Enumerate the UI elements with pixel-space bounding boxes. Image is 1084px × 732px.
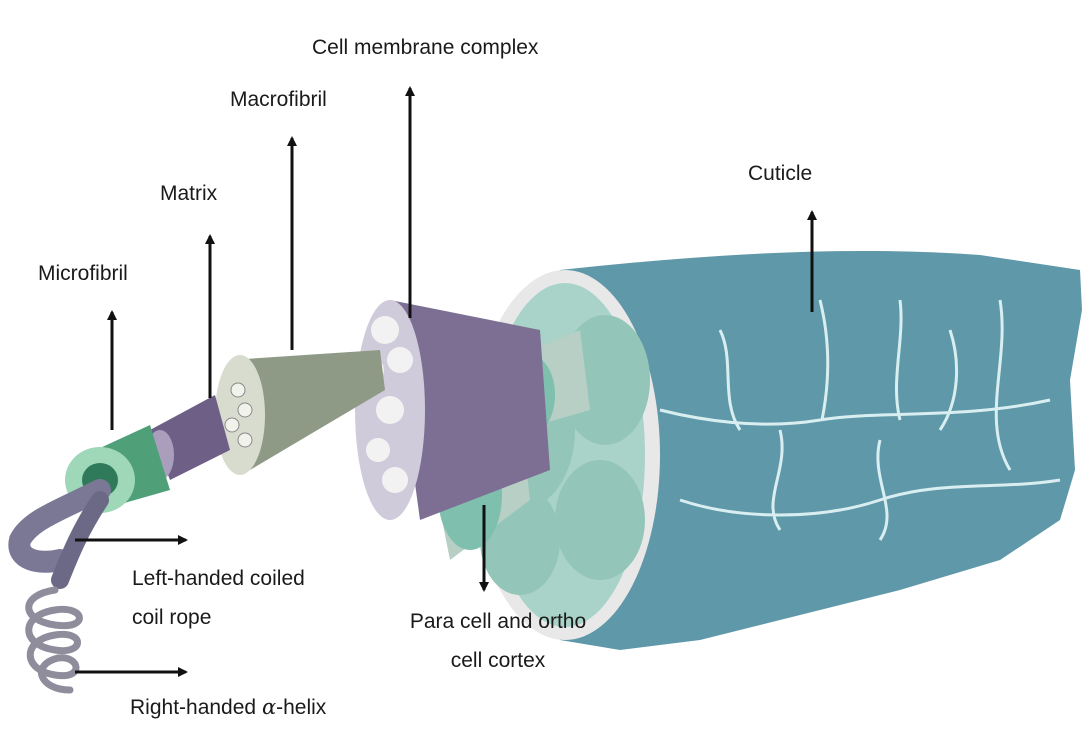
label-right-handed-suffix: -helix <box>276 696 326 719</box>
coiled-coil-and-helix <box>19 490 100 690</box>
label-matrix: Matrix <box>160 178 217 210</box>
label-microfibril: Microfibril <box>38 258 128 290</box>
label-left-handed-line2: coil rope <box>132 602 305 634</box>
label-left-handed-line1: Left-handed coiled <box>132 563 305 595</box>
label-para-ortho-line2: cell cortex <box>382 645 614 677</box>
label-cell-membrane-complex: Cell membrane complex <box>312 32 538 64</box>
label-left-handed-coiled-coil-rope: Left-handed coiled coil rope <box>132 563 305 633</box>
label-para-ortho-cortex: Para cell and ortho cell cortex <box>382 606 614 676</box>
label-cuticle: Cuticle <box>748 158 812 190</box>
label-para-ortho-line1: Para cell and ortho <box>382 606 614 638</box>
label-right-handed-alpha-helix: Right-handed α-helix <box>130 692 326 724</box>
label-macrofibril: Macrofibril <box>230 84 327 116</box>
label-right-handed-prefix: Right-handed <box>130 696 262 719</box>
label-alpha-symbol: α <box>262 695 276 719</box>
